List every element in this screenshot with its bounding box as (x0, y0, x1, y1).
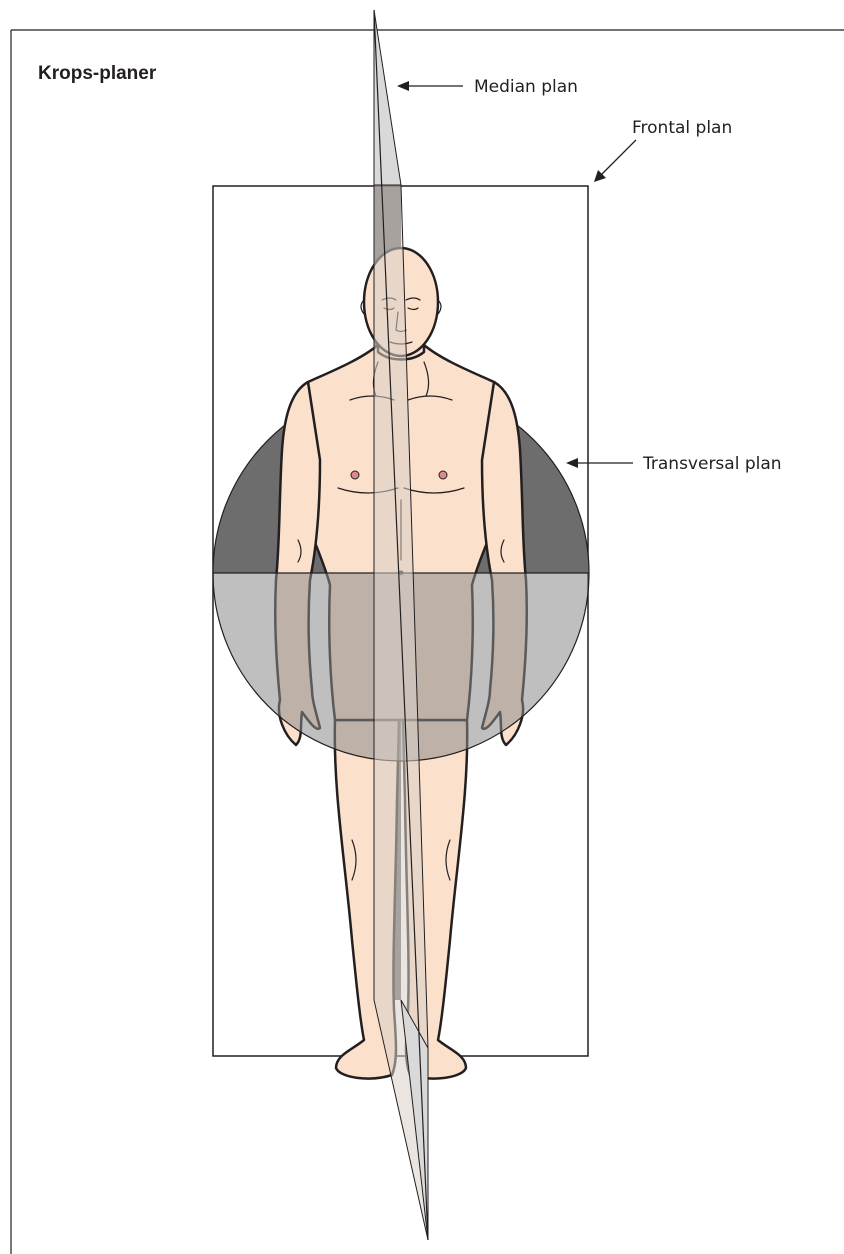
frontal-plan-label: Frontal plan (632, 118, 732, 138)
median-plan-label: Median plan (474, 77, 578, 97)
median-plan-callout: Median plan (397, 77, 578, 97)
right-nipple (439, 471, 447, 479)
left-nipple (351, 471, 359, 479)
transversal-plan-callout: Transversal plan (566, 454, 782, 474)
frontal-plan-callout: Frontal plan (594, 118, 732, 182)
figure-title: Krops-planer (38, 63, 157, 84)
transversal-plan-label: Transversal plan (642, 454, 782, 474)
